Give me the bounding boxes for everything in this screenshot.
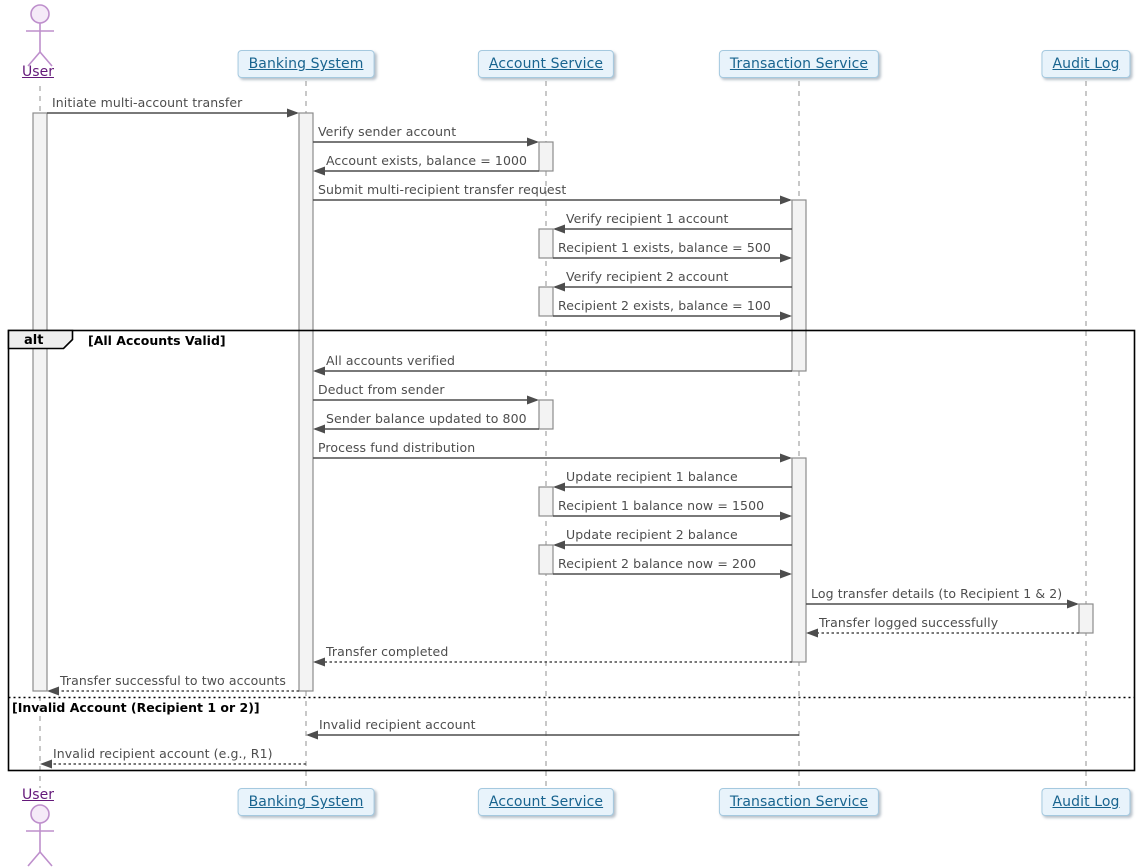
message-arrowhead bbox=[313, 424, 325, 434]
message-arrowhead bbox=[780, 311, 792, 321]
alt-frame-tab bbox=[7, 329, 74, 350]
message-arrowhead bbox=[780, 253, 792, 263]
activation-bar-transaction bbox=[791, 457, 807, 663]
activation-bar-account bbox=[538, 544, 554, 575]
message-arrowhead bbox=[313, 166, 325, 176]
user-actor-icon-bottom bbox=[26, 804, 54, 867]
message-arrowhead bbox=[313, 657, 325, 667]
alt-frame-border bbox=[7, 329, 1136, 772]
message-arrowhead bbox=[313, 366, 325, 376]
message-arrowhead bbox=[780, 511, 792, 521]
message-arrowhead bbox=[306, 730, 318, 740]
activation-bar-audit bbox=[1078, 603, 1094, 634]
message-arrowhead bbox=[806, 628, 818, 638]
message-arrowhead bbox=[287, 108, 299, 118]
message-arrowhead bbox=[553, 224, 565, 234]
activation-bar-account bbox=[538, 486, 554, 517]
message-arrowhead bbox=[47, 686, 59, 696]
activation-bar-account bbox=[538, 399, 554, 430]
message-arrowhead bbox=[527, 137, 539, 147]
message-arrowhead bbox=[780, 195, 792, 205]
user-actor-icon-top bbox=[26, 4, 54, 67]
message-arrowhead bbox=[553, 282, 565, 292]
message-arrowhead bbox=[553, 482, 565, 492]
message-arrowhead bbox=[527, 395, 539, 405]
activation-bar-banking bbox=[298, 112, 314, 692]
message-arrowhead bbox=[40, 759, 52, 769]
activation-bar-account bbox=[538, 141, 554, 172]
activation-bar-account bbox=[538, 228, 554, 259]
activation-bar-user bbox=[32, 112, 48, 692]
activation-bar-account bbox=[538, 286, 554, 317]
activation-bar-transaction bbox=[791, 199, 807, 372]
message-arrowhead bbox=[780, 453, 792, 463]
message-arrowhead bbox=[553, 540, 565, 550]
message-arrowhead bbox=[1067, 599, 1079, 609]
message-arrowhead bbox=[780, 569, 792, 579]
